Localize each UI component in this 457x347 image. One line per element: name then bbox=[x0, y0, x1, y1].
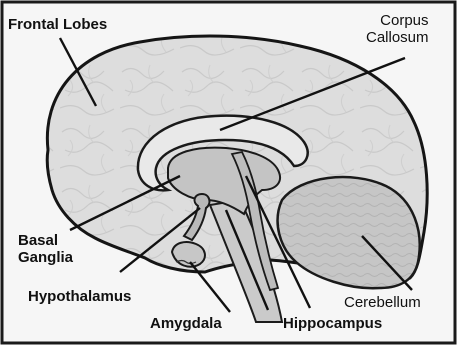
label-basal-ganglia-line1: Basal bbox=[18, 232, 73, 249]
label-amygdala: Amygdala bbox=[150, 315, 222, 332]
label-basal-ganglia: Basal Ganglia bbox=[18, 232, 73, 266]
label-basal-ganglia-line2: Ganglia bbox=[18, 249, 73, 266]
label-corpus-callosum: Corpus Callosum bbox=[366, 12, 429, 46]
label-hippocampus: Hippocampus bbox=[283, 315, 382, 332]
label-corpus-callosum-line2: Callosum bbox=[366, 29, 429, 46]
label-hypothalamus: Hypothalamus bbox=[28, 288, 131, 305]
label-corpus-callosum-line1: Corpus bbox=[366, 12, 429, 29]
label-frontal-lobes: Frontal Lobes bbox=[8, 16, 107, 33]
label-cerebellum: Cerebellum bbox=[344, 294, 421, 311]
